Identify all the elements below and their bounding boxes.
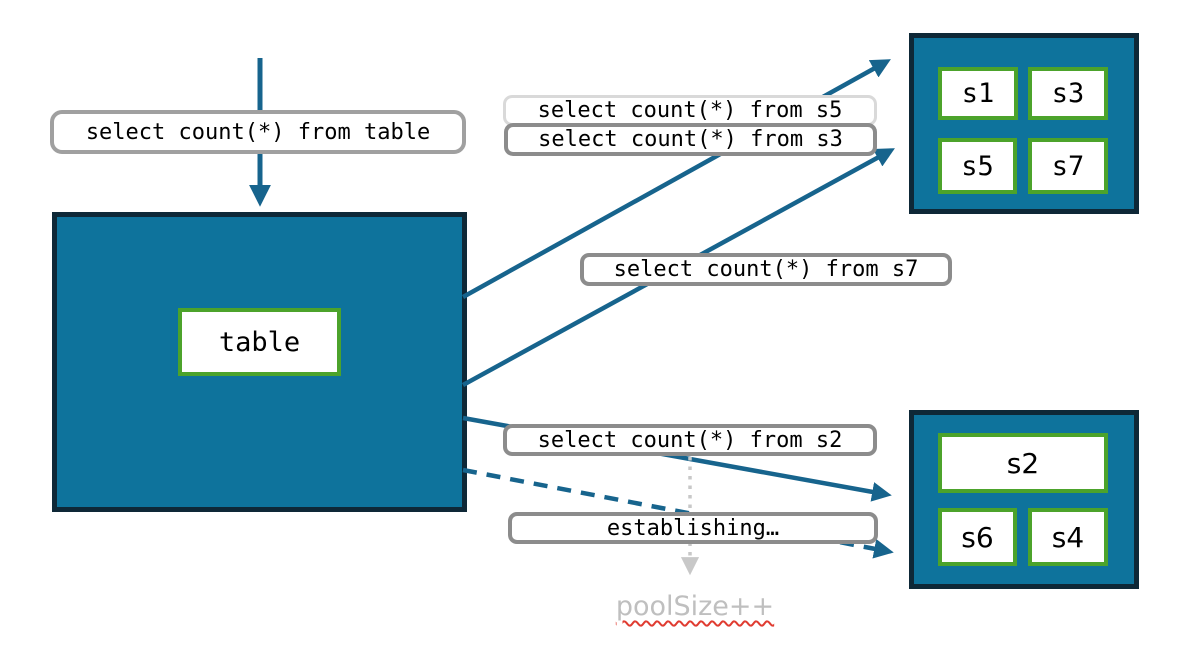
query-label-from-table: select count(*) from table xyxy=(50,110,466,154)
query-text: select count(*) from s3 xyxy=(538,127,843,152)
poolsize-note: poolSize++ xyxy=(600,591,790,622)
query-label-from-s7: select count(*) from s7 xyxy=(580,253,952,286)
shard-label: s2 xyxy=(1006,446,1040,480)
shard-label: s3 xyxy=(1051,78,1085,109)
query-text: select count(*) from s5 xyxy=(537,98,843,123)
query-label-from-s5: select count(*) from s5 xyxy=(503,95,877,126)
query-text: select count(*) from s7 xyxy=(613,257,919,282)
query-label-from-s3: select count(*) from s3 xyxy=(504,123,877,156)
status-label-establishing: establishing… xyxy=(508,512,878,544)
shard-node-s1: s1 xyxy=(938,67,1018,120)
query-label-from-s2: select count(*) from s2 xyxy=(503,424,877,456)
shard-label: s7 xyxy=(1051,150,1085,182)
shard-node-s5: s5 xyxy=(938,138,1017,194)
shard-label: s6 xyxy=(961,520,994,554)
shard-node-s6: s6 xyxy=(938,508,1017,566)
table-node-label: table xyxy=(218,326,301,358)
shard-node-s3: s3 xyxy=(1028,67,1108,120)
shard-label: s5 xyxy=(961,150,994,182)
shard-node-s2: s2 xyxy=(938,433,1108,493)
status-text: establishing… xyxy=(606,515,780,541)
shard-label: s4 xyxy=(1051,520,1085,554)
table-node: table xyxy=(178,308,341,376)
shard-node-s4: s4 xyxy=(1028,508,1108,566)
poolsize-text: poolSize++ xyxy=(615,591,775,622)
shard-node-s7: s7 xyxy=(1028,138,1108,194)
query-text: select count(*) from s2 xyxy=(537,427,843,453)
query-text: select count(*) from table xyxy=(85,119,431,145)
shard-label: s1 xyxy=(961,78,995,109)
